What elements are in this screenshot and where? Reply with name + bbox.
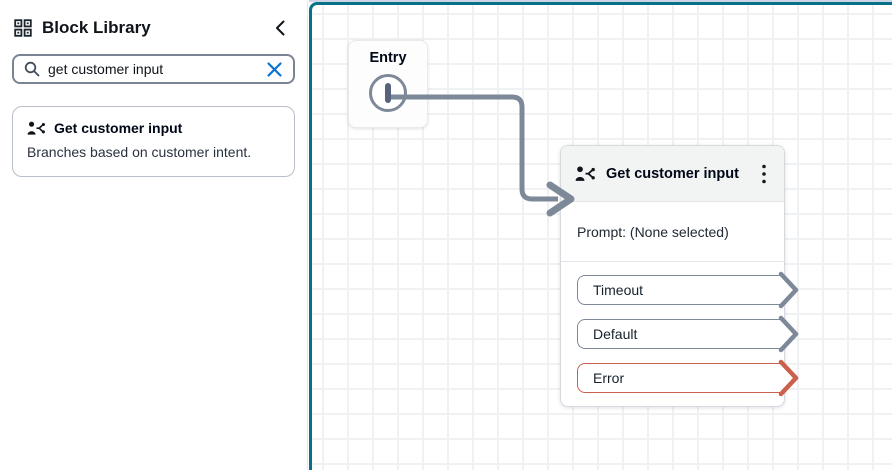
card-title-row: Get customer input bbox=[27, 120, 280, 136]
person-branch-icon bbox=[575, 165, 595, 181]
panel-title: Block Library bbox=[42, 18, 151, 37]
block-library-header: Block Library bbox=[0, 0, 307, 39]
blocks-grid-icon bbox=[14, 19, 32, 37]
branch-label: Error bbox=[593, 370, 625, 386]
canvas-top-strip bbox=[309, 0, 892, 2]
get-customer-input-node[interactable]: Get customer input Prompt: (None selecte… bbox=[560, 145, 799, 407]
entry-node-title: Entry bbox=[369, 50, 407, 66]
collapse-panel-button[interactable] bbox=[269, 17, 291, 39]
search-icon bbox=[24, 61, 40, 77]
branch-default[interactable]: Default bbox=[577, 315, 799, 353]
card-description: Branches based on customer intent. bbox=[27, 144, 252, 160]
node-title: Get customer input bbox=[606, 165, 739, 182]
block-result-card[interactable]: Get customer input Branches based on cus… bbox=[12, 106, 295, 177]
kebab-menu-icon bbox=[762, 164, 766, 183]
block-search-box bbox=[12, 54, 295, 84]
block-library-panel: Block Library bbox=[0, 0, 308, 470]
branch-error[interactable]: Error bbox=[577, 359, 799, 397]
person-branch-icon bbox=[27, 121, 45, 135]
entry-output-port[interactable] bbox=[369, 74, 407, 112]
search-input[interactable] bbox=[48, 61, 266, 77]
prompt-label: Prompt: (None selected) bbox=[577, 223, 729, 240]
node-header[interactable]: Get customer input bbox=[561, 146, 784, 202]
entry-node[interactable]: Entry bbox=[348, 40, 428, 128]
branch-timeout[interactable]: Timeout bbox=[577, 271, 799, 309]
card-title: Get customer input bbox=[54, 120, 183, 136]
entry-port-icon bbox=[385, 83, 391, 103]
node-prompt-row: Prompt: (None selected) bbox=[561, 202, 784, 262]
close-x-icon bbox=[267, 61, 282, 77]
clear-search-button[interactable] bbox=[266, 61, 283, 78]
branch-label: Default bbox=[593, 326, 638, 342]
branch-label: Timeout bbox=[593, 282, 644, 298]
node-menu-button[interactable] bbox=[756, 160, 772, 188]
node-branches: Timeout Default Error bbox=[561, 262, 799, 397]
chevron-left-icon bbox=[276, 20, 285, 36]
